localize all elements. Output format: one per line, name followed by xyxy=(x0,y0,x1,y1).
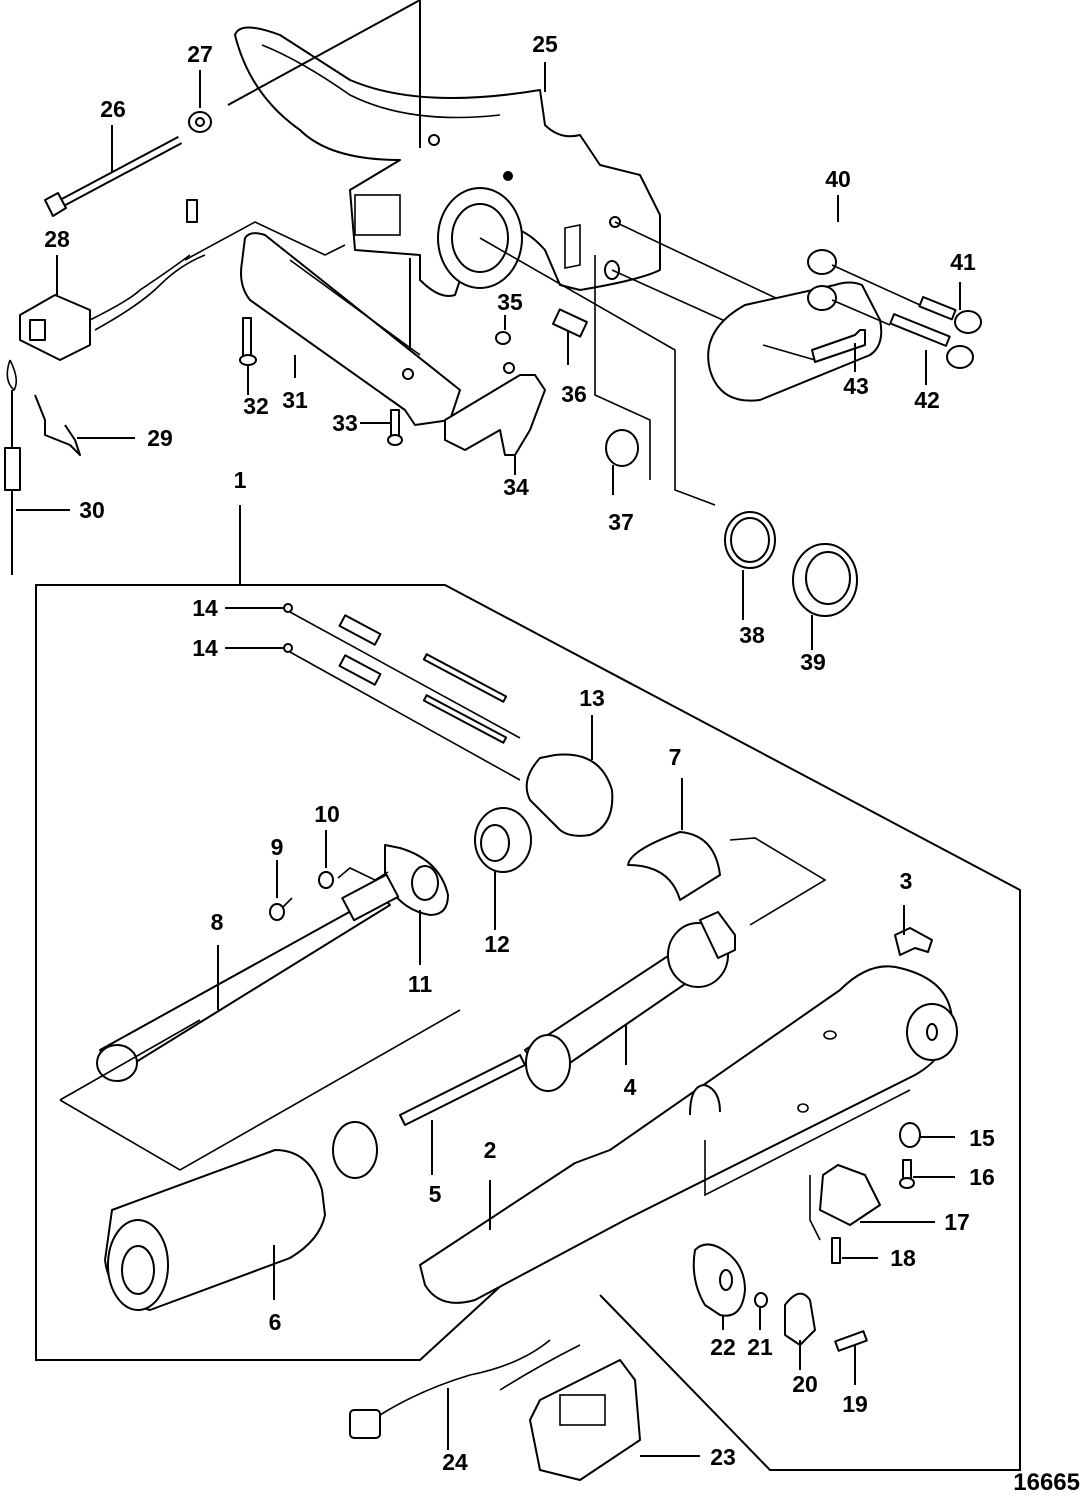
part-17-holder xyxy=(819,1164,935,1226)
callout-15: 15 xyxy=(969,1125,995,1151)
part-10-washer xyxy=(318,830,334,889)
callout-19: 19 xyxy=(842,1391,868,1417)
part-5-cable-end xyxy=(332,1054,526,1179)
part-28-stop-switch xyxy=(19,199,206,361)
callout-27: 27 xyxy=(187,41,213,67)
callout-43: 43 xyxy=(843,373,869,399)
part-3-clip xyxy=(894,905,933,956)
callout-21: 21 xyxy=(747,1334,773,1360)
callout-35: 35 xyxy=(497,289,523,315)
callout-31: 31 xyxy=(282,387,308,413)
callout-9: 9 xyxy=(271,834,284,860)
part-36-bushing xyxy=(552,308,588,365)
callout-29: 29 xyxy=(147,425,173,451)
callout-2: 2 xyxy=(484,1137,497,1163)
part-2-tiller-arm xyxy=(419,965,958,1304)
callout-10: 10 xyxy=(314,801,340,827)
part-15-clamp xyxy=(899,1122,955,1148)
callout-3: 3 xyxy=(900,868,913,894)
part-6-grip xyxy=(104,1149,326,1311)
subassembly-boundary xyxy=(59,837,827,1171)
callout-6: 6 xyxy=(269,1309,282,1335)
leader-lines-top xyxy=(184,0,781,506)
part-11-plate xyxy=(337,844,449,965)
part-9-screw xyxy=(269,860,293,921)
callout-33: 33 xyxy=(332,410,358,436)
callout-39: 39 xyxy=(800,649,826,675)
callout-5: 5 xyxy=(429,1181,442,1207)
callout-30: 30 xyxy=(79,497,105,523)
part-33-screw xyxy=(360,409,403,446)
assembly-1-boundary xyxy=(35,505,1021,1471)
part-24-harness xyxy=(349,1339,581,1450)
figure-number: 16665 xyxy=(1013,1469,1080,1496)
callout-40: 40 xyxy=(825,166,851,192)
callout-8: 8 xyxy=(211,909,224,935)
part-27-washer xyxy=(188,70,212,133)
part-34-lever xyxy=(444,362,546,475)
callout-11: 11 xyxy=(408,971,433,997)
part-8-shaft xyxy=(96,873,400,1082)
part-22-knob xyxy=(692,1243,746,1330)
part-32-screw xyxy=(239,317,257,395)
callout-13: 13 xyxy=(579,685,605,711)
callout-20: 20 xyxy=(792,1371,818,1397)
part-39-bushing xyxy=(792,543,858,650)
part-7-sleeve xyxy=(627,778,721,901)
callout-41: 41 xyxy=(950,249,976,275)
part-25-tiller-bracket xyxy=(234,26,661,297)
callout-26: 26 xyxy=(100,96,126,122)
callout-25: 25 xyxy=(532,31,558,57)
callout-14b: 14 xyxy=(192,635,218,661)
part-14-cables xyxy=(225,603,521,781)
part-40-plate xyxy=(707,195,883,402)
part-43-decal xyxy=(762,329,866,372)
part-30-lanyard xyxy=(4,359,70,575)
part-41-bolt xyxy=(831,264,982,334)
part-20-clamp xyxy=(784,1292,816,1370)
part-35-plug xyxy=(495,315,511,345)
callout-37: 37 xyxy=(608,509,634,535)
part-29-clip xyxy=(34,394,135,456)
part-12-bushing xyxy=(474,807,532,930)
part-42-bolt xyxy=(831,299,974,385)
callout-18: 18 xyxy=(890,1245,916,1271)
callout-42: 42 xyxy=(914,387,940,413)
callout-32: 32 xyxy=(243,393,269,419)
callout-1: 1 xyxy=(234,467,247,493)
callout-16: 16 xyxy=(969,1164,995,1190)
callout-14a: 14 xyxy=(192,595,218,621)
part-16-screw xyxy=(899,1159,955,1189)
callout-34: 34 xyxy=(503,474,529,500)
part-19-bolt xyxy=(834,1330,868,1385)
part-18-screw xyxy=(831,1237,878,1264)
callout-28: 28 xyxy=(44,226,70,252)
callout-36: 36 xyxy=(561,381,587,407)
part-4-throttle-tube xyxy=(524,911,736,1092)
callout-23: 23 xyxy=(710,1444,736,1470)
part-26-bolt xyxy=(44,125,183,217)
part-37-ring xyxy=(605,429,639,495)
callout-22: 22 xyxy=(710,1334,736,1360)
part-31-lower-cover xyxy=(240,232,461,426)
part-21-spring xyxy=(754,1292,768,1330)
callout-24: 24 xyxy=(442,1449,468,1475)
subassembly-15-22-boundary xyxy=(704,1089,911,1241)
callout-4: 4 xyxy=(624,1074,637,1100)
part-23-box xyxy=(529,1359,700,1481)
part-38-ring xyxy=(724,511,776,620)
callout-7: 7 xyxy=(669,744,682,770)
callout-12: 12 xyxy=(484,931,510,957)
callout-17: 17 xyxy=(944,1209,970,1235)
part-13-cover xyxy=(525,715,614,837)
callout-38: 38 xyxy=(739,622,765,648)
